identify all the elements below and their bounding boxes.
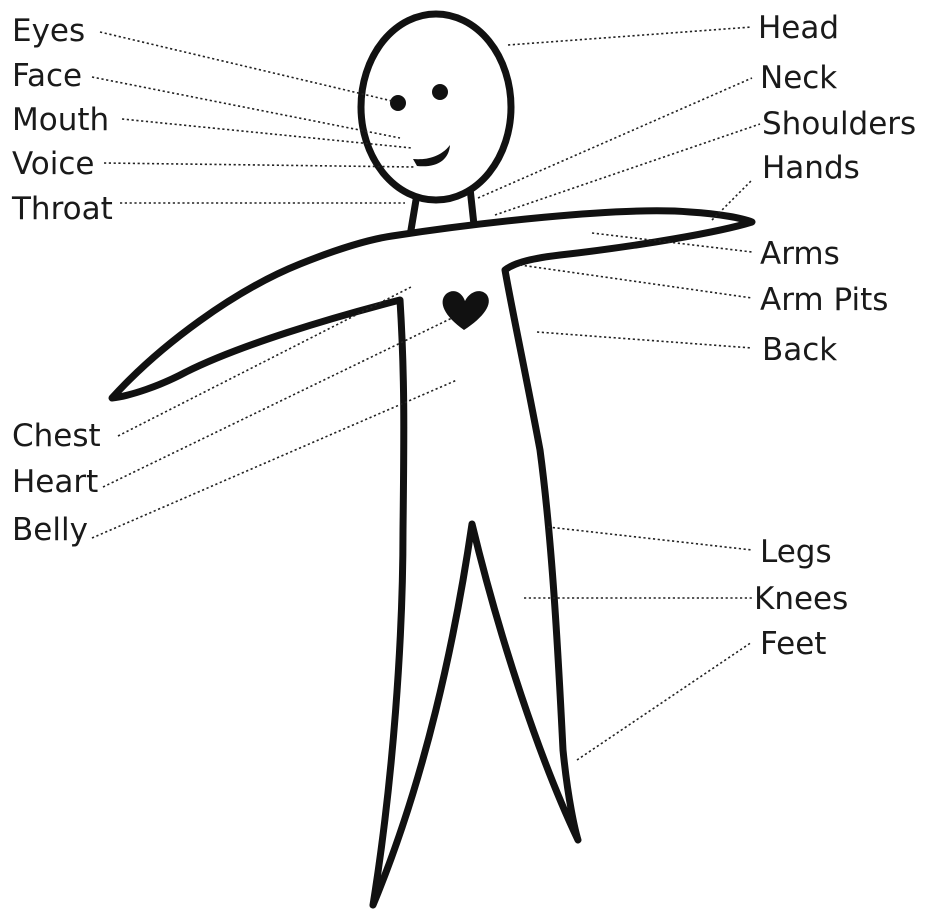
head-leader [508,27,752,45]
label-hands: Hands [762,150,860,186]
shoulders-leader [495,124,760,215]
left-labels: Eyes Face Mouth Voice Throat Chest Heart… [11,13,113,548]
figure-body [112,211,752,905]
legs-leader [548,527,752,550]
eyes-leader [100,32,392,101]
label-feet: Feet [760,626,826,662]
label-knees: Knees [754,581,848,617]
label-belly: Belly [12,512,88,548]
feet-leader [577,642,752,760]
label-eyes: Eyes [12,13,85,49]
label-neck: Neck [760,60,837,96]
figure-head [361,14,511,200]
armpits-leader [520,265,752,298]
left-eye [390,95,406,111]
voice-leader [104,163,415,167]
label-throat: Throat [11,191,113,227]
label-armpits: Arm Pits [760,282,888,318]
right-labels: Head Neck Shoulders Hands Arms Arm Pits … [754,10,916,662]
label-voice: Voice [12,146,95,182]
label-head: Head [758,10,839,46]
label-legs: Legs [760,534,832,570]
label-shoulders: Shoulders [762,106,916,142]
label-arms: Arms [760,236,840,272]
label-back: Back [762,332,837,368]
right-eye [432,84,448,100]
stick-figure [112,14,752,905]
label-chest: Chest [12,418,101,454]
label-face: Face [12,58,82,94]
face-leader [92,77,400,138]
label-mouth: Mouth [12,102,109,138]
neck-leader [478,78,752,198]
label-heart: Heart [12,464,98,500]
back-leader [537,332,752,348]
